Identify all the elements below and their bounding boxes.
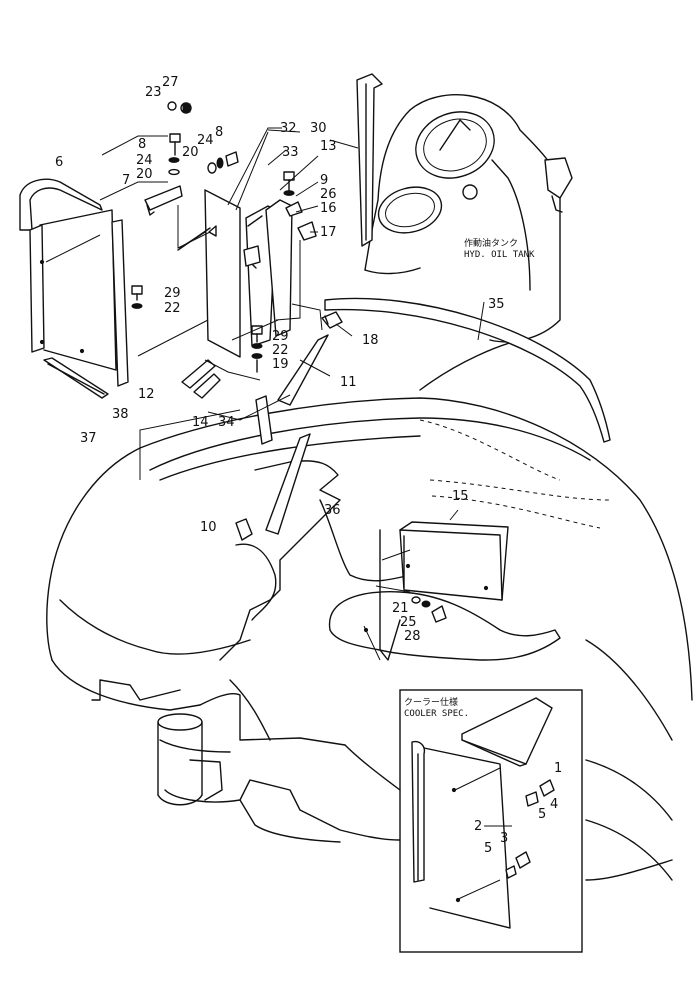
left-side-panel <box>39 209 117 371</box>
label-32: 32 <box>280 121 297 136</box>
cooler-title-jp: クーラー仕様 <box>404 696 458 708</box>
label-20a: 20 <box>136 167 153 182</box>
label-15: 15 <box>452 489 469 504</box>
label-8b: 8 <box>215 125 223 140</box>
label-33: 33 <box>282 145 299 160</box>
label-22a: 22 <box>164 301 181 316</box>
part-30-frame <box>243 199 293 347</box>
cooler-spec-inset: クーラー仕様 COOLER SPEC. <box>399 689 583 953</box>
part-35-curved-seal <box>324 297 611 443</box>
swing-motor <box>157 713 223 806</box>
label-16: 16 <box>320 201 337 216</box>
part-14-bracket <box>181 359 221 399</box>
label-29a: 29 <box>164 286 181 301</box>
label-12: 12 <box>138 387 155 402</box>
label-6: 6 <box>55 155 63 170</box>
leader-lines <box>99 127 485 661</box>
label-17: 17 <box>320 225 337 240</box>
label-18: 18 <box>362 333 379 348</box>
label-37: 37 <box>80 431 97 446</box>
part-15-plate <box>363 521 509 661</box>
cooler-title-en: COOLER SPEC. <box>404 709 469 719</box>
part-10-block <box>235 518 253 541</box>
label-26: 26 <box>320 187 337 202</box>
label-10: 10 <box>200 520 217 535</box>
label-28: 28 <box>404 629 421 644</box>
label-11: 11 <box>340 375 357 390</box>
fasteners <box>131 101 447 623</box>
part-34-post <box>255 395 273 445</box>
part-13-strip <box>356 73 383 247</box>
label-9: 9 <box>320 173 328 188</box>
label-34: 34 <box>218 415 235 430</box>
label-14: 14 <box>192 415 209 430</box>
part-36-rail <box>265 433 311 535</box>
label-5b: 5 <box>484 841 492 856</box>
part-32-panel <box>177 189 241 358</box>
label-3: 3 <box>500 831 508 846</box>
label-21: 21 <box>392 601 409 616</box>
part-6-seal <box>19 178 103 353</box>
revolving-frame <box>46 339 693 881</box>
label-29b: 29 <box>272 329 289 344</box>
part-number-labels: 27 23 8 24 20 24 8 20 6 7 32 30 33 13 9 … <box>55 75 562 856</box>
label-35: 35 <box>488 297 505 312</box>
part-12-strip <box>111 219 129 387</box>
label-23: 23 <box>145 85 162 100</box>
label-19: 19 <box>272 357 289 372</box>
part-18-clip <box>321 311 343 329</box>
label-13: 13 <box>320 139 337 154</box>
label-38: 38 <box>112 407 129 422</box>
tank-label-en: HYD. OIL TANK <box>464 250 535 260</box>
part-11-bar <box>277 334 329 406</box>
label-7: 7 <box>122 173 130 188</box>
label-24a: 24 <box>136 153 153 168</box>
label-27: 27 <box>162 75 179 90</box>
label-22b: 22 <box>272 343 289 358</box>
label-5a: 5 <box>538 807 546 822</box>
part-37-strip <box>43 357 109 399</box>
hydraulic-oil-tank: 作動油タンク HYD. OIL TANK <box>364 94 573 343</box>
label-20b: 20 <box>182 145 199 160</box>
label-2: 2 <box>474 819 482 834</box>
tank-label-jp: 作動油タンク <box>464 237 518 249</box>
label-36: 36 <box>324 503 341 518</box>
label-4: 4 <box>550 797 558 812</box>
label-8a: 8 <box>138 137 146 152</box>
label-30: 30 <box>310 121 327 136</box>
label-24b: 24 <box>197 133 214 148</box>
label-25: 25 <box>400 615 417 630</box>
part-7-bracket <box>144 185 183 216</box>
label-1: 1 <box>554 761 562 776</box>
